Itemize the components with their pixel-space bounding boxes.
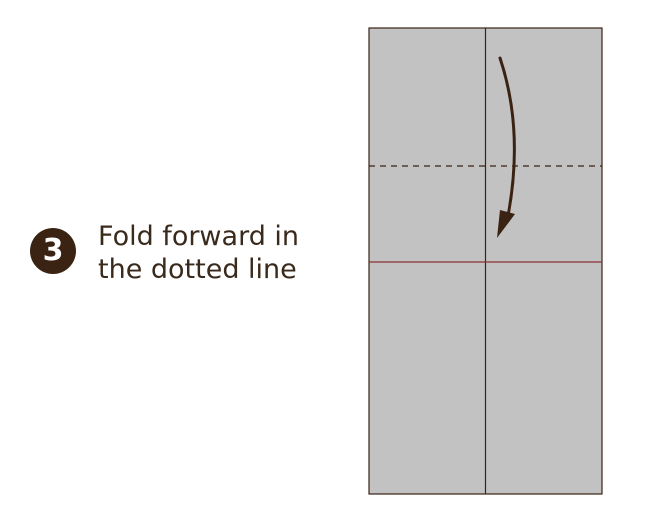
instruction-line-2: the dotted line (98, 254, 297, 285)
instruction-text: Fold forward in the dotted line (98, 220, 348, 286)
fold-arrow-head-icon (497, 210, 515, 238)
fold-arrow-curve (498, 56, 516, 218)
step-number-badge: 3 (30, 228, 76, 274)
instruction-line-1: Fold forward in (98, 221, 300, 252)
step-number: 3 (42, 233, 64, 268)
